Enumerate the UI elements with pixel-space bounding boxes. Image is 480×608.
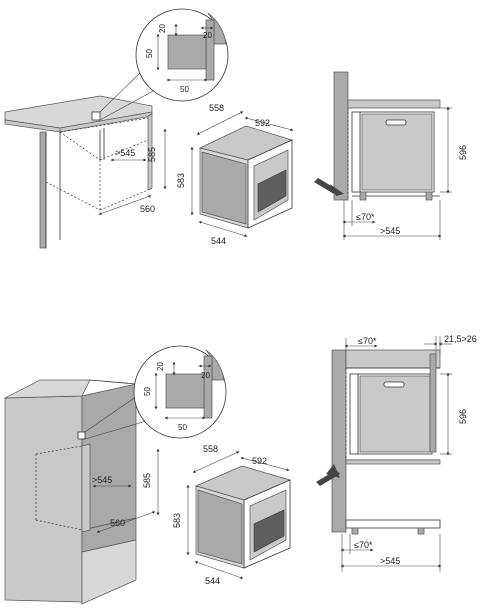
top-oven-depth-bottom: 544 [211, 236, 226, 246]
bottom-oven-depth-top: 558 [203, 444, 218, 454]
bottom-inset-detail: 20 20 50 50 [133, 345, 227, 439]
top-inset-d3: 50 [145, 49, 154, 58]
bottom-inset-d3: 50 [143, 387, 152, 396]
top-inset-detail: 20 20 50 50 [135, 8, 229, 102]
bottom-oven-depth-bottom: 544 [205, 576, 220, 586]
top-oven-depth-top: 558 [209, 103, 224, 113]
top-cabinet-height: 585 [147, 147, 157, 162]
top-inset-d1: 20 [158, 24, 167, 33]
top-side-height: 596 [458, 145, 468, 160]
bottom-side-height: 596 [458, 409, 468, 424]
top-inset-d2: 20 [203, 31, 212, 40]
bottom-oven-height: 583 [172, 513, 182, 528]
bottom-section: >545 585 560 20 20 50 50 [4, 334, 477, 605]
top-side-gap: ≤70* [356, 212, 375, 222]
bottom-side-top-gap: 21,5>26 [444, 334, 477, 344]
top-cabinet-width: >545 [115, 148, 135, 158]
bottom-inset-d1: 20 [156, 362, 165, 371]
bottom-oven-width-top: 592 [252, 456, 267, 466]
bottom-cabinet-height: 585 [142, 473, 152, 488]
top-inset-d4: 50 [180, 85, 189, 94]
top-oven-height: 583 [176, 173, 186, 188]
bottom-side-gap: ≤70* [354, 540, 373, 550]
bottom-oven: 558 592 583 544 [172, 444, 292, 586]
bottom-cabinet: >545 585 560 [4, 379, 160, 605]
bottom-side-depth: >545 [380, 556, 400, 566]
top-cabinet: >545 585 560 [4, 67, 167, 249]
top-oven: 558 592 583 544 [176, 103, 294, 246]
bottom-cabinet-depth: 560 [110, 518, 125, 528]
top-side-depth: >545 [380, 226, 400, 236]
bottom-inset-d4: 50 [178, 423, 187, 432]
top-side-section: 596 ≤70* >545 [314, 71, 468, 240]
bottom-side-gap-top: ≤70* [358, 336, 377, 346]
top-section: >545 585 560 20 20 50 50 [4, 8, 468, 249]
bottom-side-section: ≤70* 21,5>26 596 ≤70* >545 [316, 334, 477, 572]
top-cabinet-depth: 560 [140, 204, 155, 214]
bottom-cabinet-width: >545 [92, 475, 112, 485]
top-oven-width-top: 592 [255, 118, 270, 128]
bottom-inset-d2: 20 [201, 371, 210, 380]
